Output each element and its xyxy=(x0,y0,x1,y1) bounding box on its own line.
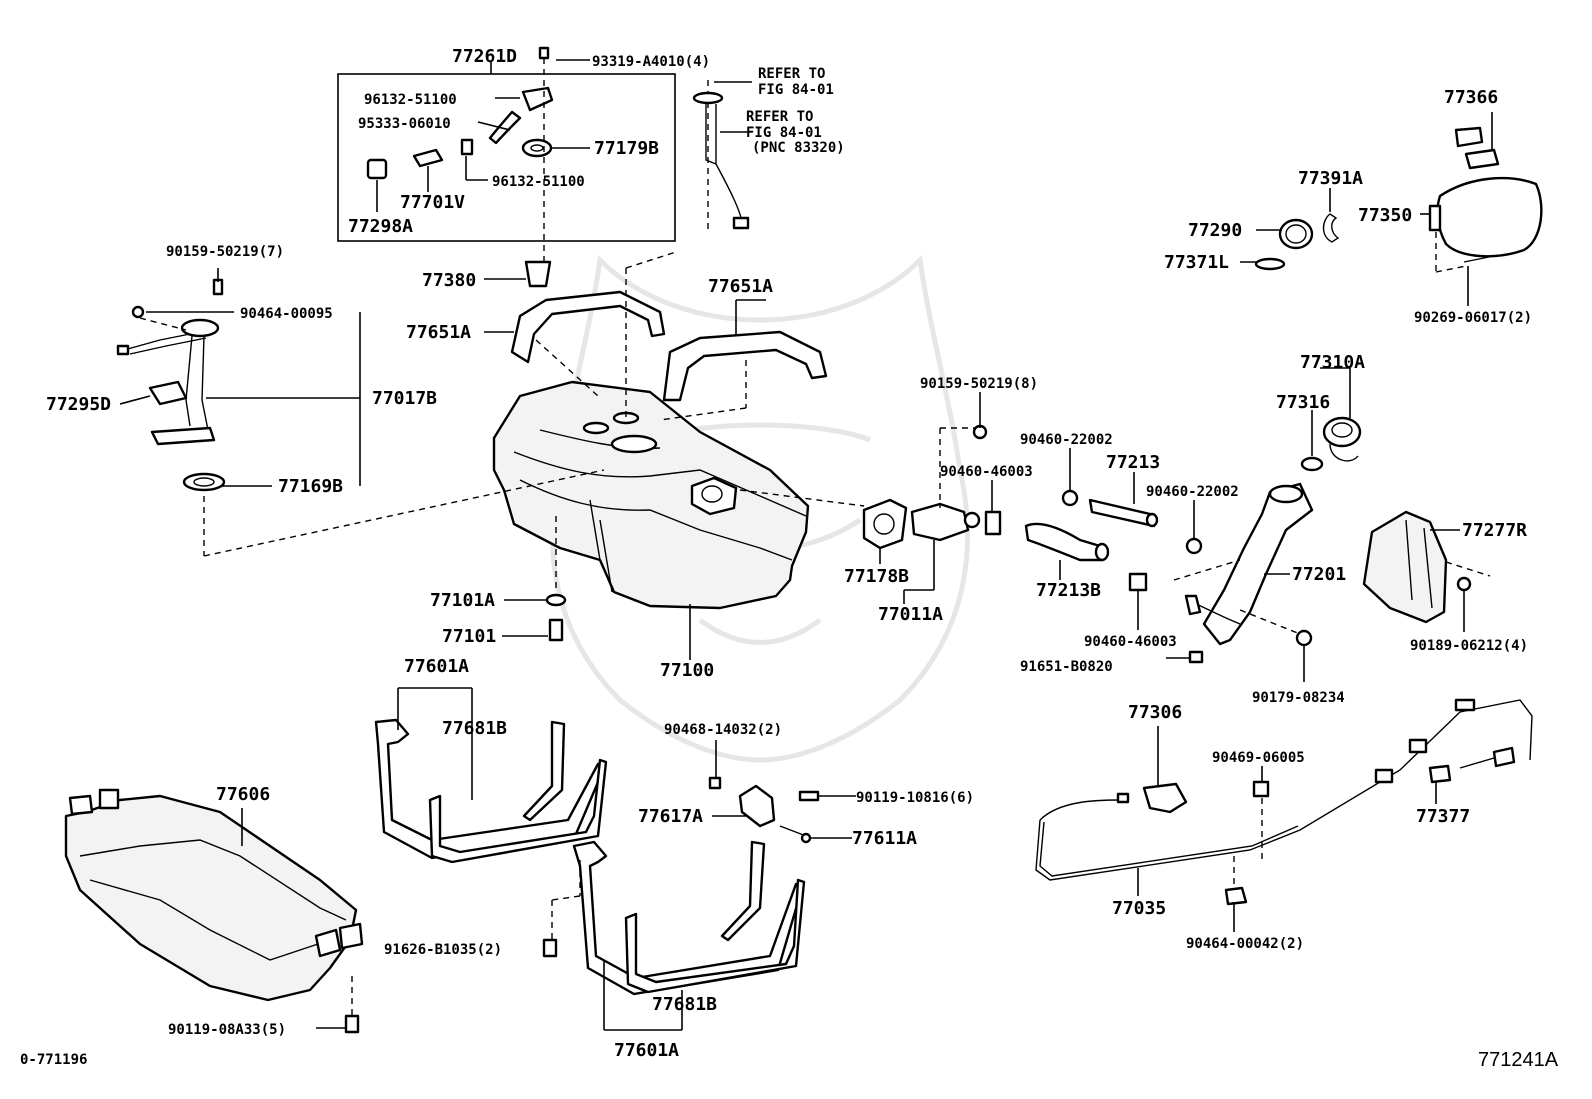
label-pnc-83320: (PNC 83320) xyxy=(752,140,845,156)
label-77310A: 77310A xyxy=(1300,352,1365,373)
label-90460-22002-left: 90460-22002 xyxy=(1020,432,1113,448)
label-77201: 77201 xyxy=(1292,564,1346,585)
label-77011A: 77011A xyxy=(878,604,943,625)
label-fig-84-01-2: FIG 84-01 xyxy=(746,125,822,141)
leader-lines-pump xyxy=(376,58,752,262)
label-77213B: 77213B xyxy=(1036,580,1101,601)
tank-bands-upper xyxy=(374,687,608,864)
fuel-tank-77100 xyxy=(492,380,810,660)
label-96132-51100-top: 96132-51100 xyxy=(364,92,457,108)
label-refer-to-2: REFER TO xyxy=(746,109,813,125)
label-77371L: 77371L xyxy=(1164,252,1229,273)
label-90460-46003-bottom: 90460-46003 xyxy=(1084,634,1177,650)
label-77017B: 77017B xyxy=(372,388,437,409)
label-77169B: 77169B xyxy=(278,476,343,497)
label-90159-50219-8: 90159-50219(8) xyxy=(920,376,1038,392)
label-77298A: 77298A xyxy=(348,216,413,237)
label-90464-00095: 90464-00095 xyxy=(240,306,333,322)
label-77290: 77290 xyxy=(1188,220,1242,241)
valve-assembly-77011A xyxy=(862,392,1002,604)
label-77377: 77377 xyxy=(1416,806,1470,827)
label-77651A-right: 77651A xyxy=(708,276,773,297)
fuel-cap-77310A xyxy=(1300,367,1362,472)
fuel-lid-77350 xyxy=(1420,112,1543,306)
sender-assembly-77017B xyxy=(116,268,361,492)
label-fig-84-01-1: FIG 84-01 xyxy=(758,82,834,98)
label-77366: 77366 xyxy=(1444,87,1498,108)
label-90460-46003-top: 90460-46003 xyxy=(940,464,1033,480)
drain-plug-77101 xyxy=(502,593,567,642)
label-77316: 77316 xyxy=(1276,392,1330,413)
label-90179-08234: 90179-08234 xyxy=(1252,690,1345,706)
label-90460-22002-right: 90460-22002 xyxy=(1146,484,1239,500)
label-77617A: 77617A xyxy=(638,806,703,827)
opener-cable-77035 xyxy=(1035,698,1533,932)
label-77681B-lower: 77681B xyxy=(652,994,717,1015)
label-77350: 77350 xyxy=(1358,205,1412,226)
label-77295D: 77295D xyxy=(46,394,111,415)
label-77380: 77380 xyxy=(422,270,476,291)
filler-pipe-77201 xyxy=(1166,482,1314,682)
hoses xyxy=(1024,448,1203,630)
label-figure-id: 771241A xyxy=(1478,1049,1559,1071)
label-90469-06005: 90469-06005 xyxy=(1212,750,1305,766)
label-90119-08a33: 90119-08A33(5) xyxy=(168,1022,286,1038)
label-91651-b0820: 91651-B0820 xyxy=(1020,659,1113,675)
fuel-sender-gauge xyxy=(692,91,752,230)
label-77601A-lower: 77601A xyxy=(614,1040,679,1061)
tank-dashed-guides xyxy=(203,251,865,590)
label-91626-b1035: 91626-B1035(2) xyxy=(384,942,502,958)
tank-straps-77651A xyxy=(484,290,828,402)
label-90189-06212: 90189-06212(4) xyxy=(1410,638,1528,654)
label-77681B-upper: 77681B xyxy=(442,718,507,739)
label-90464-00042: 90464-00042(2) xyxy=(1186,936,1304,952)
label-77601A-upper: 77601A xyxy=(404,656,469,677)
label-77306: 77306 xyxy=(1128,702,1182,723)
pump-housing-77380 xyxy=(484,260,552,288)
label-90468-14032: 90468-14032(2) xyxy=(664,722,782,738)
tank-bands-lower xyxy=(542,840,806,1031)
label-77213: 77213 xyxy=(1106,452,1160,473)
label-drawing-code: 0-771196 xyxy=(20,1052,87,1068)
label-77651A-left: 77651A xyxy=(406,322,471,343)
label-77035: 77035 xyxy=(1112,898,1166,919)
label-77606: 77606 xyxy=(216,784,270,805)
label-93319-a4010: 93319-A4010(4) xyxy=(592,54,710,70)
part-number-labels: 77261D 93319-A4010(4) REFER TO FIG 84-01… xyxy=(20,46,1559,1071)
label-96132-51100-bottom: 96132-51100 xyxy=(492,174,585,190)
label-77179B: 77179B xyxy=(594,138,659,159)
label-90159-50219-7: 90159-50219(7) xyxy=(166,244,284,260)
label-77101A: 77101A xyxy=(430,590,495,611)
label-77100: 77100 xyxy=(660,660,714,681)
label-77101: 77101 xyxy=(442,626,496,647)
filler-protector-77277R xyxy=(1362,510,1491,632)
filler-neck-seals xyxy=(1240,188,1340,271)
label-refer-to-1: REFER TO xyxy=(758,66,825,82)
label-77178B: 77178B xyxy=(844,566,909,587)
label-90119-10816: 90119-10816(6) xyxy=(856,790,974,806)
protector-77606 xyxy=(64,788,364,1034)
label-77391A: 77391A xyxy=(1298,168,1363,189)
label-95333-06010: 95333-06010 xyxy=(358,116,451,132)
label-77701V: 77701V xyxy=(400,192,465,213)
label-77277R: 77277R xyxy=(1462,520,1527,541)
label-77611A: 77611A xyxy=(852,828,917,849)
bracket-hardware xyxy=(708,740,856,844)
label-77261D: 77261D xyxy=(452,46,517,67)
label-90269-06017: 90269-06017(2) xyxy=(1414,310,1532,326)
